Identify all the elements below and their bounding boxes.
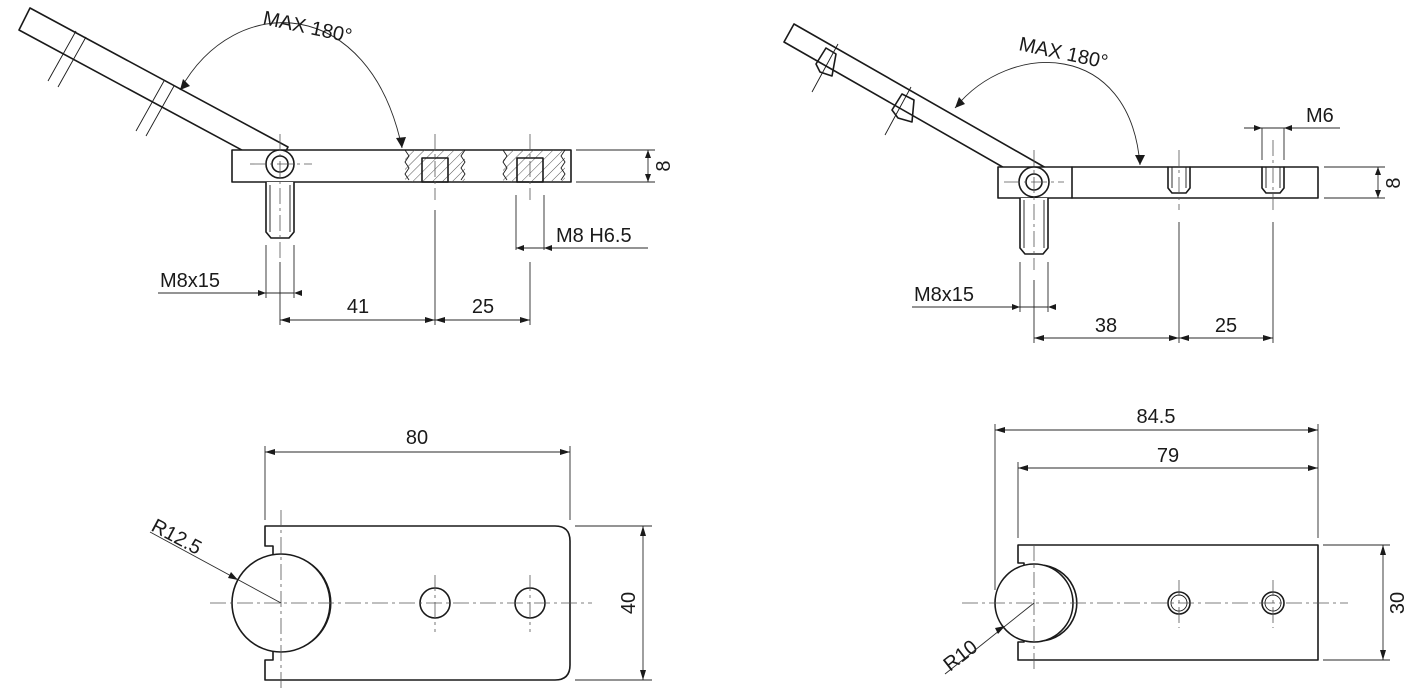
right-hinge-arm [783,23,1047,187]
left-length-label: 80 [406,427,428,449]
left-spacing-1-label: 41 [347,296,369,318]
left-plate-outline [264,525,571,681]
left-thread-label: M8 H6.5 [556,225,632,247]
left-hinge-arm [18,7,289,170]
right-spacing-1-label: 38 [1095,315,1117,337]
right-overall-length-label: 84.5 [1137,406,1176,428]
right-thickness-label: 8 [1383,177,1405,188]
left-radius-label: R12.5 [148,515,205,559]
left-thickness-label: 8 [653,160,675,171]
right-side-view: MAX 180° M6 8 M8x15 38 25 [783,23,1405,343]
left-width-label: 40 [618,592,640,614]
right-radius-label: R10 [940,636,982,676]
left-spacing-2-label: 25 [472,296,494,318]
right-stud-label: M8x15 [914,284,974,306]
right-base-plate [997,166,1319,199]
left-top-view: 80 40 R12.5 [148,427,652,690]
right-angle-label: MAX 180° [1017,33,1110,73]
right-spacing-2-label: 25 [1215,315,1237,337]
left-stud-label: M8x15 [160,270,220,292]
right-width-label: 30 [1387,592,1409,614]
right-length-label: 79 [1157,445,1179,467]
left-angle-label: MAX 180° [261,7,354,47]
left-side-view: MAX 180° 8 M8 H6.5 M8x15 41 25 [18,7,675,325]
right-top-view: 84.5 79 30 R10 [940,406,1409,676]
right-thread-label: M6 [1306,105,1334,127]
